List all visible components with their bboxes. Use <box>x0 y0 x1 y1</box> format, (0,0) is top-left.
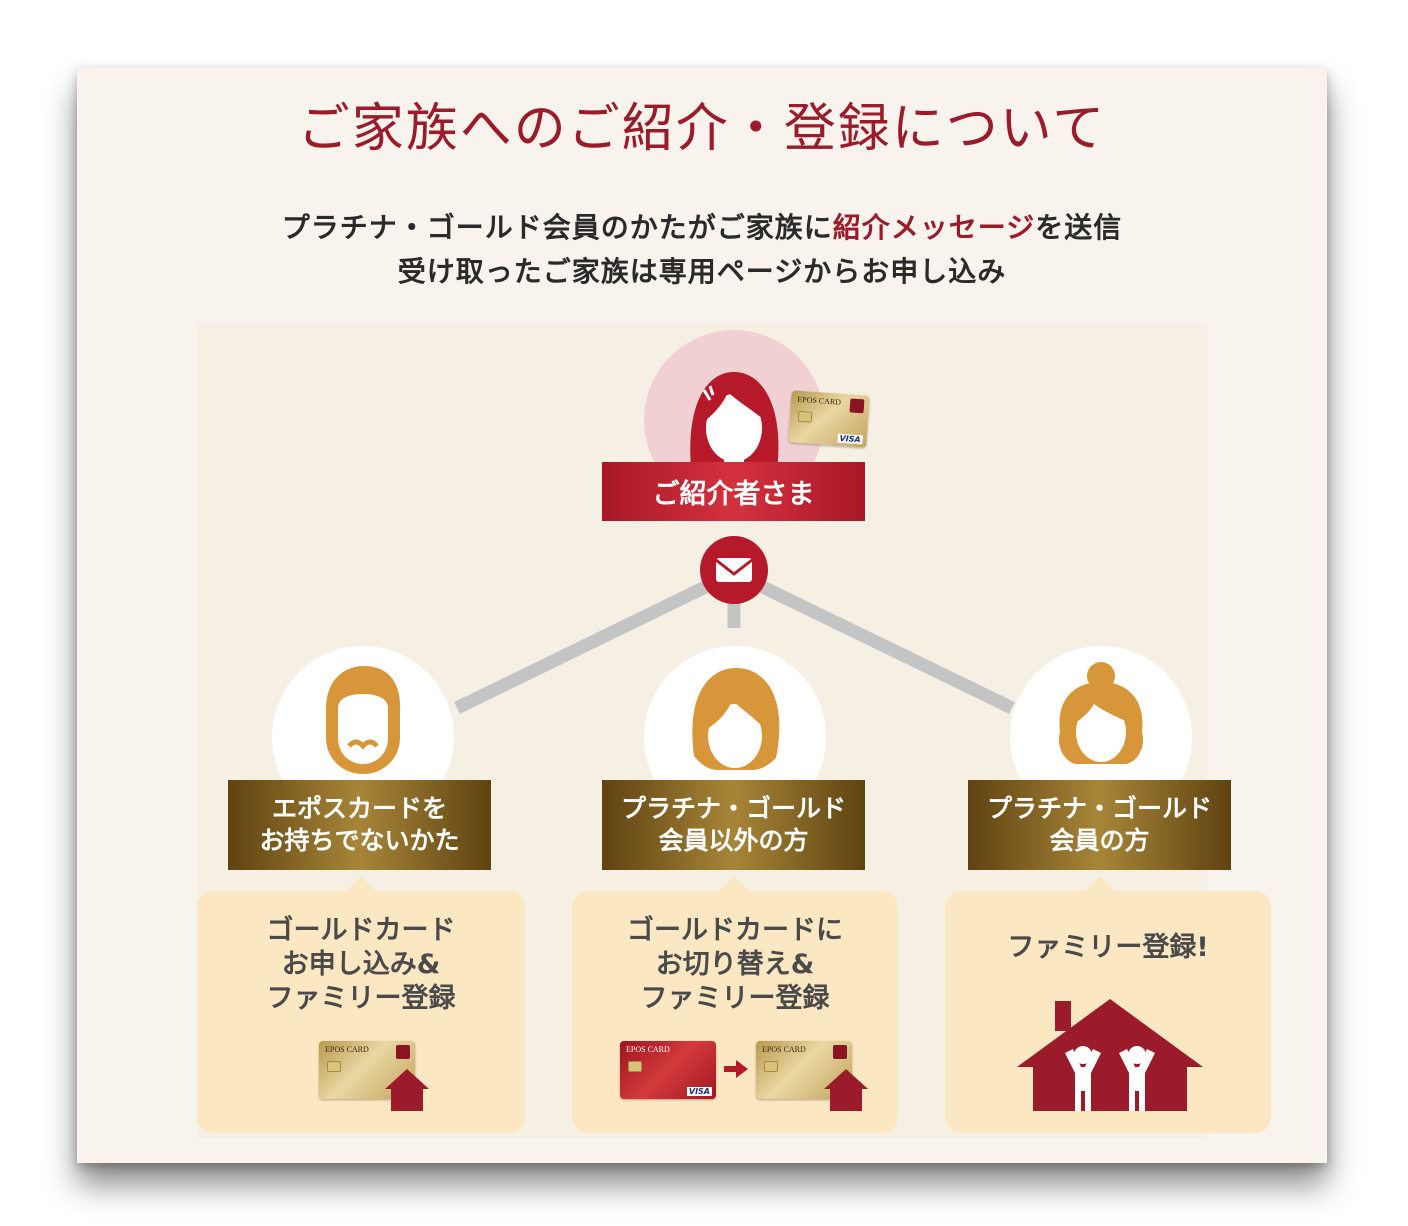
recipient-3-box-text: ファミリー登録! <box>945 931 1271 965</box>
introducer-gold-card: EPOS CARD VISA <box>788 390 870 448</box>
recipient-1-box-text: ゴールドカード お申し込み& ファミリー登録 <box>197 914 525 1016</box>
recipient-1-label-line-1: エポスカードを <box>271 794 447 823</box>
envelope-icon <box>700 536 768 604</box>
house-icon <box>824 1069 868 1111</box>
lead-line-1: プラチナ・ゴールド会員のかたがご家族に紹介メッセージを送信 <box>77 206 1327 250</box>
red-card-image: EPOS CARD VISA <box>620 1041 716 1099</box>
recipient-3-box: ファミリー登録! <box>945 891 1271 1133</box>
house-icon <box>1017 999 1203 1111</box>
recipient-1-box-line-3: ファミリー登録 <box>266 983 456 1014</box>
recipient-2-label-line-2: 会員以外の方 <box>658 826 809 855</box>
card-chip <box>628 1061 642 1072</box>
recipient-1-label: エポスカードをお持ちでないかた <box>228 780 491 870</box>
arrow-right-icon <box>724 1060 748 1078</box>
card-network: VISA <box>837 433 863 445</box>
lead-text: プラチナ・ゴールド会員のかたがご家族に紹介メッセージを送信 受け取ったご家族は専… <box>77 206 1327 294</box>
recipient-3-box-line-1: ファミリー登録! <box>1007 932 1209 963</box>
house-icon <box>385 1069 429 1111</box>
recipient-2-box-pointer <box>718 876 750 892</box>
card-logo <box>833 1045 847 1059</box>
introducer-label: ご紹介者さま <box>602 462 865 521</box>
recipient-2-label: プラチナ・ゴールド会員以外の方 <box>602 780 865 870</box>
recipient-2-box-line-3: ファミリー登録 <box>640 983 830 1014</box>
lead-line-1-part-b: を送信 <box>1035 211 1123 244</box>
card-brand: EPOS CARD <box>325 1045 369 1054</box>
card-logo <box>849 398 865 414</box>
referral-message-highlight: 紹介メッセージ <box>832 211 1036 244</box>
recipient-1-box-line-2: お申し込み& <box>281 949 441 980</box>
card-brand: EPOS CARD <box>626 1045 670 1054</box>
recipient-3-label-line-2: 会員の方 <box>1049 826 1150 855</box>
card-logo <box>396 1045 410 1059</box>
recipient-3-box-pointer <box>1084 876 1116 892</box>
recipient-1-box-line-1: ゴールドカード <box>266 915 456 946</box>
recipient-2-box-text: ゴールドカードに お切り替え& ファミリー登録 <box>572 914 898 1016</box>
lead-line-1-part-a: プラチナ・ゴールド会員のかたがご家族に <box>281 211 833 244</box>
recipient-2-box: ゴールドカードに お切り替え& ファミリー登録 EPOS CARD VISA E… <box>572 891 898 1133</box>
connector-right <box>731 567 1015 714</box>
recipient-2-box-line-1: ゴールドカードに <box>627 915 843 946</box>
card-network: VISA <box>686 1087 712 1096</box>
family-referral-panel: ご家族へのご紹介・登録について プラチナ・ゴールド会員のかたがご家族に紹介メッセ… <box>77 68 1327 1163</box>
recipient-1-label-line-2: お持ちでないかた <box>259 826 460 855</box>
card-chip <box>764 1061 778 1072</box>
card-brand: EPOS CARD <box>762 1045 806 1054</box>
connector-left <box>454 567 737 714</box>
recipient-3-label-line-1: プラチナ・ゴールド <box>986 794 1212 823</box>
recipient-1-box: ゴールドカード お申し込み& ファミリー登録 EPOS CARD <box>197 891 525 1133</box>
page-title: ご家族へのご紹介・登録について <box>297 99 1107 159</box>
lead-line-2: 受け取ったご家族は専用ページからお申し込み <box>397 255 1007 288</box>
recipient-3-label: プラチナ・ゴールド会員の方 <box>968 780 1231 870</box>
card-brand: EPOS CARD <box>796 394 842 407</box>
recipient-2-box-line-2: お切り替え& <box>655 949 815 980</box>
recipient-1-box-pointer <box>345 876 377 892</box>
recipient-2-label-line-1: プラチナ・ゴールド <box>620 794 846 823</box>
card-chip <box>327 1061 341 1072</box>
card-chip <box>797 410 813 423</box>
